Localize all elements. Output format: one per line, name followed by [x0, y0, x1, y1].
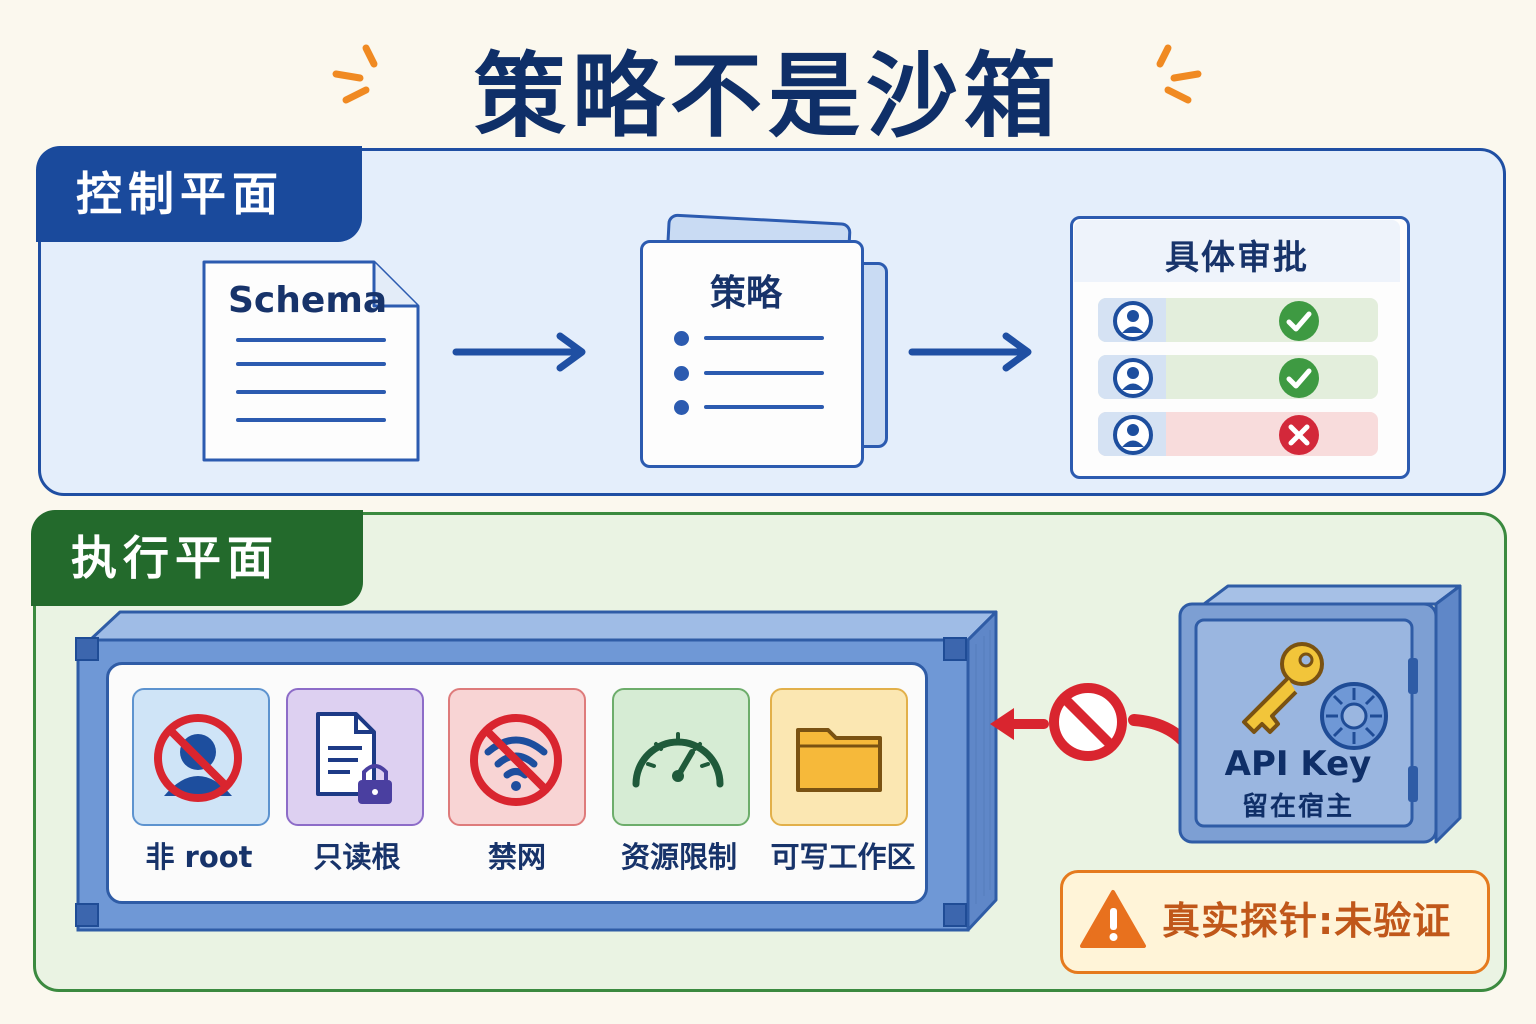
doc-line [236, 390, 386, 394]
gauge-icon [632, 732, 724, 788]
doc-line [704, 371, 824, 375]
locked-document-icon [316, 712, 392, 804]
tile-label-writable-workspace: 可写工作区 [770, 840, 916, 874]
no-wifi-icon [470, 714, 562, 806]
doc-line [236, 338, 386, 342]
doc-line [704, 405, 824, 409]
approval-title: 具体审批 [1165, 238, 1309, 278]
tile-label-readonly-root: 只读根 [313, 840, 401, 874]
no-root-user-icon [154, 714, 242, 802]
doc-line [704, 336, 824, 340]
approved-check-icon [1279, 358, 1319, 398]
bullet-dot [674, 331, 689, 346]
tile-label-no-network: 禁网 [487, 840, 546, 874]
key-icon [1242, 642, 1324, 734]
policy-document-title: 策略 [710, 273, 783, 314]
user-avatar-icon [1113, 358, 1153, 398]
vault-label-stays-on-host: 留在宿主 [1241, 792, 1354, 822]
denied-x-icon [1279, 415, 1319, 455]
vault-safe-icon [1178, 584, 1462, 844]
page-title: 策略不是沙箱 [473, 43, 1062, 150]
doc-line [236, 418, 386, 422]
warning-text: 真实探针:未验证 [1162, 899, 1452, 943]
schema-document-icon [202, 260, 420, 462]
bullet-dot [674, 400, 689, 415]
doc-line [236, 362, 386, 366]
sparkle-left-icon [332, 44, 378, 104]
user-avatar-icon [1113, 301, 1153, 341]
approval-card-header [1074, 220, 1400, 282]
sparkle-right-icon [1156, 44, 1202, 104]
vault-label-api-key: API Key [1224, 744, 1372, 784]
policy-document [640, 240, 864, 468]
arrow-right-icon [908, 332, 1032, 372]
bullet-dot [674, 366, 689, 381]
tile-label-resource-limits: 资源限制 [620, 840, 737, 874]
arrow-right-icon [452, 332, 586, 372]
tile-resource-limits [612, 688, 750, 826]
approved-check-icon [1279, 301, 1319, 341]
blocked-arrow-icon [990, 683, 1204, 772]
schema-document-title: Schema [228, 280, 388, 321]
warning-triangle-icon [1080, 890, 1146, 948]
dial-icon [1320, 682, 1388, 750]
user-avatar-icon [1113, 415, 1153, 455]
control-plane-label: 控制平面 [36, 146, 362, 242]
execution-plane-label: 执行平面 [31, 510, 363, 606]
tile-label-non-root: 非 root [145, 840, 253, 874]
folder-icon [796, 728, 882, 792]
